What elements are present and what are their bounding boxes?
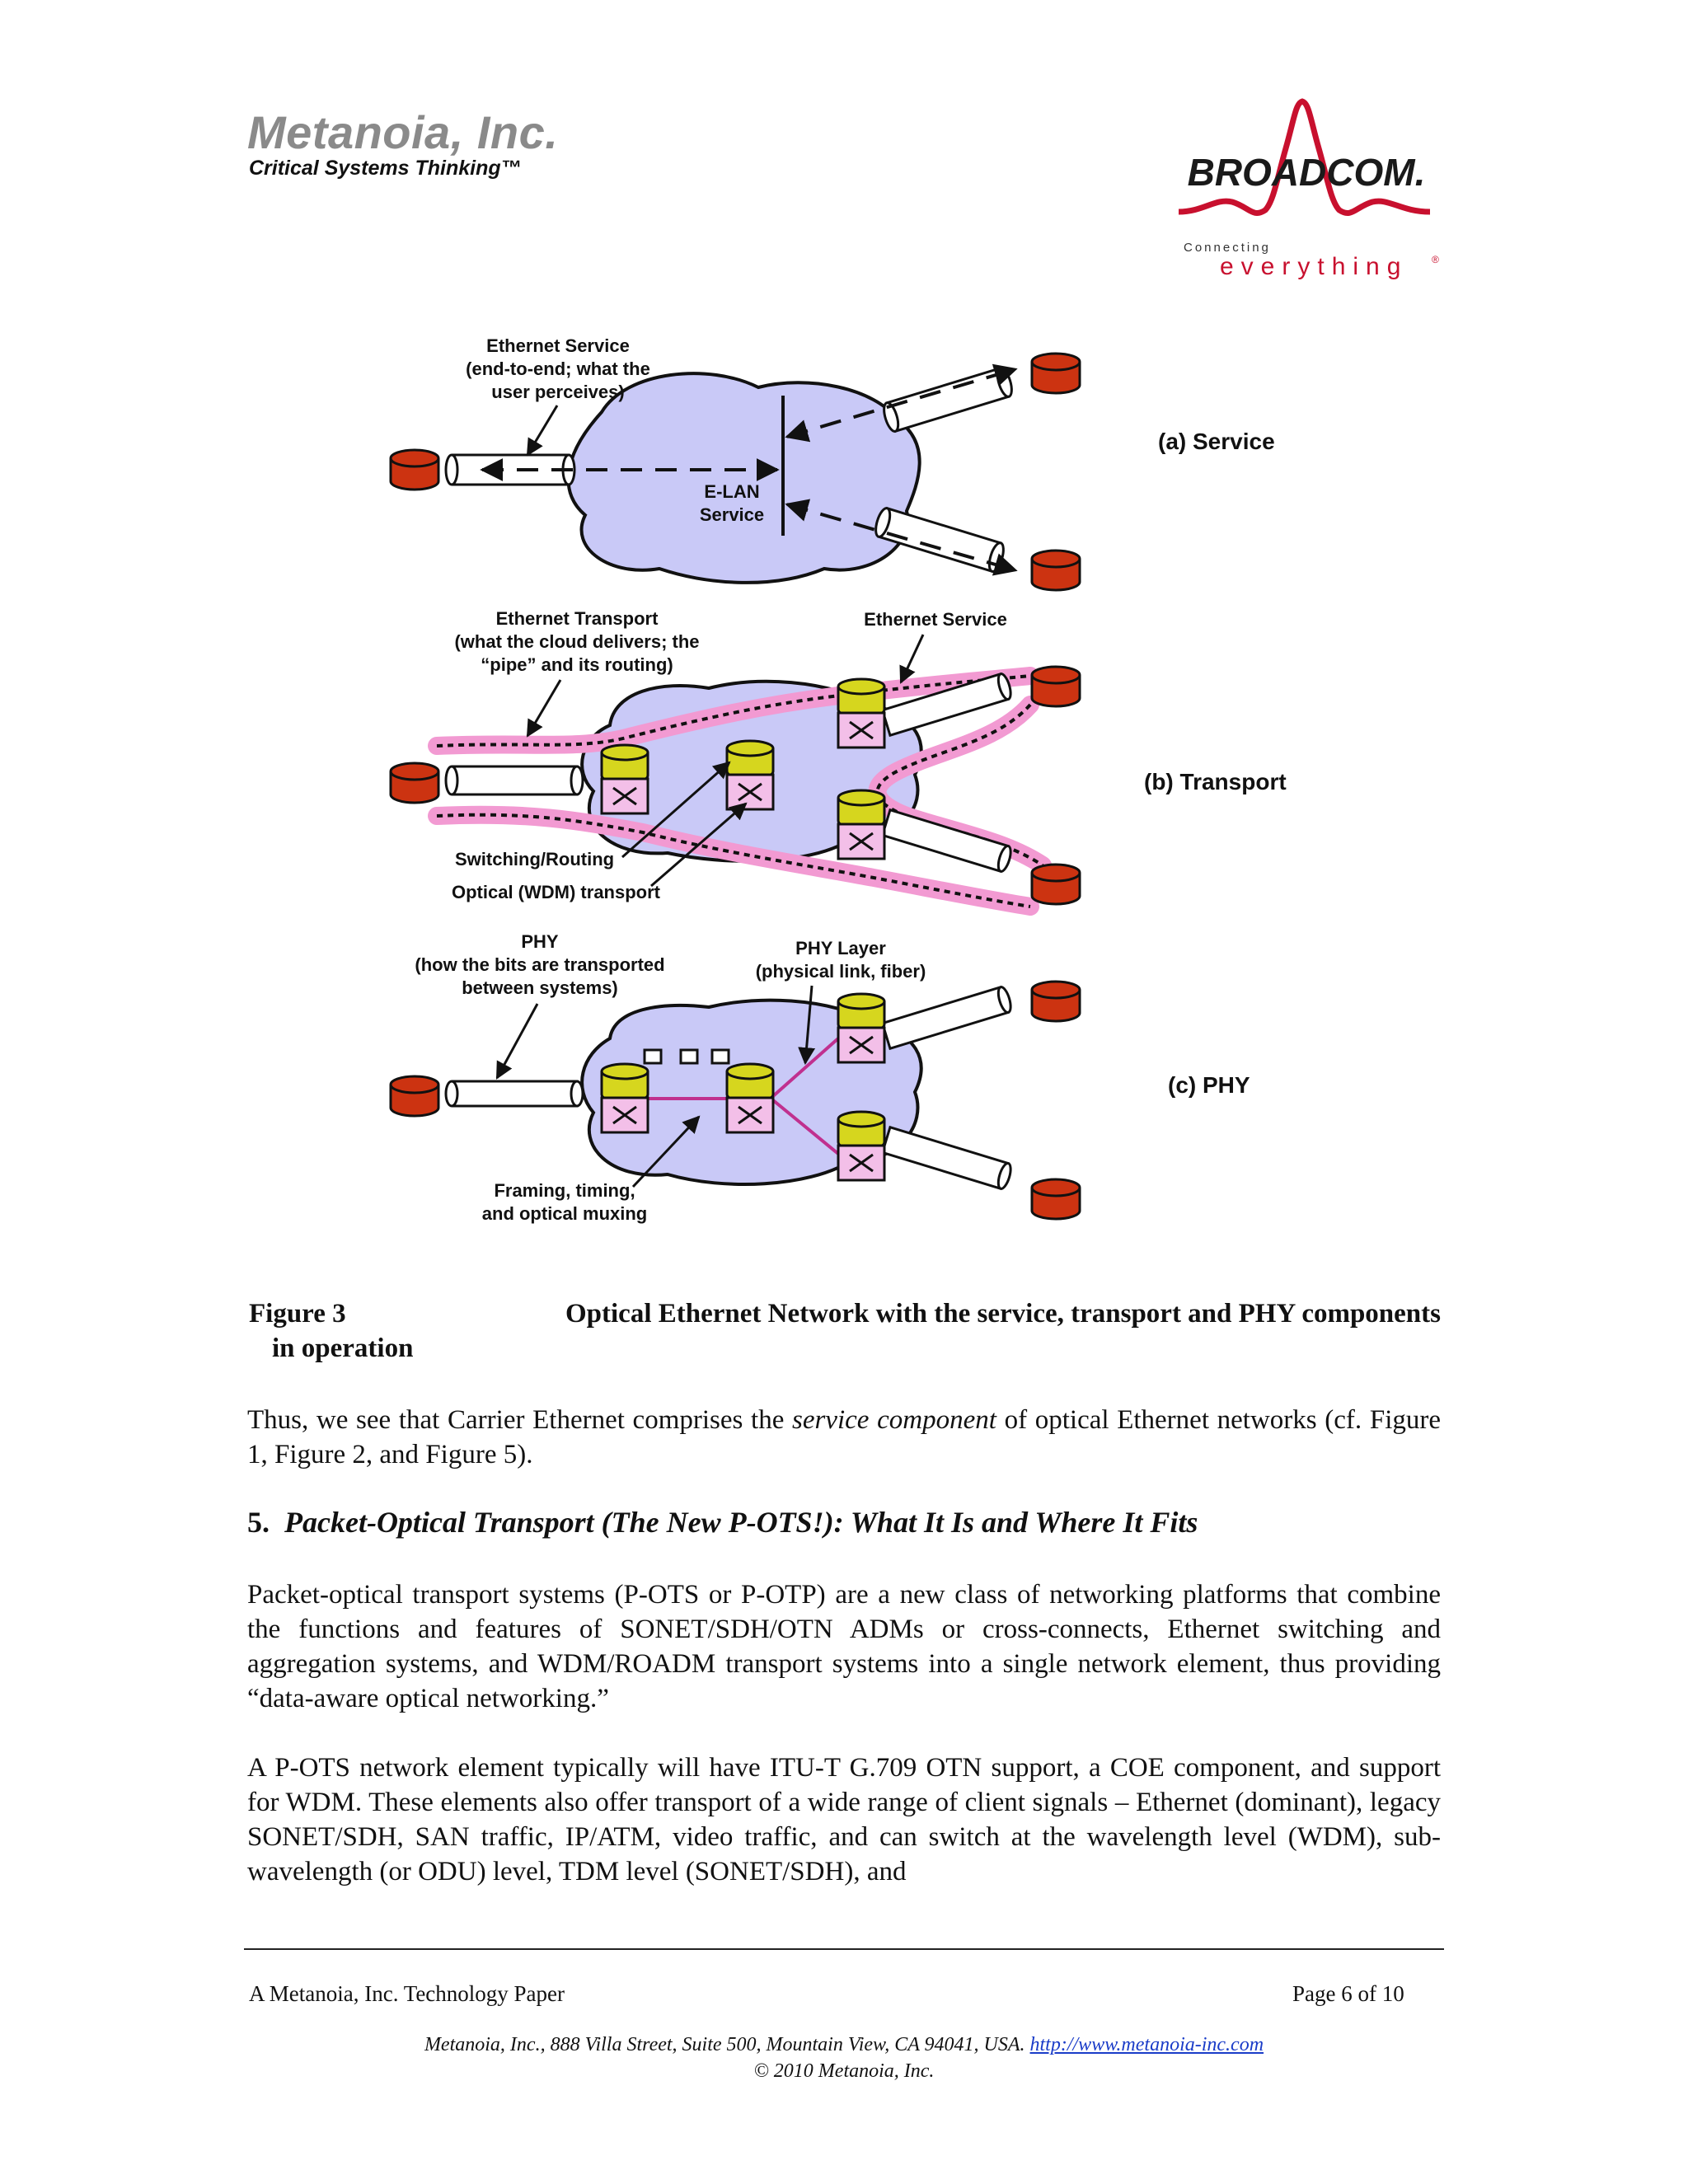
endpoint-a-upper: [1030, 352, 1081, 395]
paragraph-pots-element: A P-OTS network element typically will h…: [247, 1753, 1441, 1886]
footer-address-text: Metanoia, Inc., 888 Villa Street, Suite …: [424, 2034, 1030, 2055]
node-c-upper: [837, 992, 886, 1064]
ann-optical-wdm: Optical (WDM) transport: [452, 882, 661, 902]
pipe-c-left: [444, 1080, 584, 1108]
footer-divider: [244, 1948, 1444, 1950]
logo-everything: everything: [1220, 253, 1408, 280]
footer-website-link[interactable]: http://www.metanoia-inc.com: [1029, 2034, 1264, 2055]
node-b-upper: [837, 677, 886, 749]
section-heading: 5. Packet-Optical Transport (The New P-O…: [247, 1505, 1198, 1540]
panel-b-transport: Ethernet Transport (what the cloud deliv…: [389, 608, 1081, 916]
cloud-a: [566, 372, 921, 584]
footer-page-number: Page 6 of 10: [1292, 1981, 1404, 2006]
ann-ethernet-service-3: user perceives): [491, 382, 624, 402]
ann-switching-routing: Switching/Routing: [455, 849, 614, 869]
ann-phy-2: (how the bits are transported: [415, 954, 664, 975]
ann-phy-1: PHY: [521, 931, 559, 952]
pipe-c-lower: [880, 1125, 1012, 1191]
node-c-lower: [837, 1110, 886, 1182]
footer-address: Metanoia, Inc., 888 Villa Street, Suite …: [0, 2034, 1688, 2056]
node-c-left: [600, 1062, 649, 1134]
endpoint-c-lower: [1030, 1178, 1081, 1221]
ann-framing-2: and optical muxing: [482, 1203, 647, 1224]
node-c-center: [725, 1062, 775, 1134]
section-number: 5.: [247, 1506, 270, 1539]
elan-label-2: Service: [700, 504, 764, 525]
panel-c-phy: PHY (how the bits are transported betwee…: [389, 931, 1081, 1224]
endpoint-c-upper: [1030, 980, 1081, 1023]
node-b-lower: [837, 789, 886, 860]
node-b-center: [725, 739, 775, 811]
figure-caption-text: Optical Ethernet Network with the servic…: [565, 1299, 1441, 1329]
para1-text-a: Thus, we see that Carrier Ethernet compr…: [247, 1405, 793, 1435]
pipe-b-lower: [880, 808, 1012, 874]
endpoint-b-lower: [1030, 863, 1081, 906]
figure-caption-continuation: in operation: [272, 1333, 414, 1363]
ann-phy-layer-2: (physical link, fiber): [756, 961, 926, 982]
ann-phy-3: between systems): [462, 977, 618, 998]
panel-a-service: Ethernet Service (end-to-end; what the u…: [389, 335, 1081, 592]
figure-caption-label: Figure 3: [249, 1299, 346, 1329]
ann-ethernet-service-1: Ethernet Service: [486, 335, 630, 356]
paragraph-pots-definition: Packet-optical transport systems (P-OTS …: [247, 1580, 1441, 1713]
pipe-b-left: [444, 765, 584, 796]
node-b-left: [600, 743, 649, 815]
ann-ethernet-transport-2: (what the cloud delivers; the: [454, 631, 699, 652]
endpoint-a-lower: [1030, 549, 1081, 592]
footer-copyright: © 2010 Metanoia, Inc.: [753, 2060, 935, 2082]
endpoint-c-left: [389, 1075, 440, 1118]
ann-phy-layer-1: PHY Layer: [795, 938, 886, 958]
elan-label-1: E-LAN: [704, 481, 759, 502]
ann-ethernet-service-2: (end-to-end; what the: [466, 359, 650, 379]
ann-ethernet-transport-1: Ethernet Transport: [496, 608, 659, 629]
panel-label-service: (a) Service: [1158, 429, 1275, 454]
pipe-a-lower: [874, 506, 1005, 574]
para1-emphasis: service component: [792, 1405, 996, 1435]
para1-text-b: of optical Ethernet networks (cf. Figure…: [247, 1405, 1441, 1469]
company-tagline: Critical Systems Thinking™: [249, 157, 522, 180]
endpoint-b-left: [389, 762, 440, 804]
ann-framing-1: Framing, timing,: [494, 1180, 635, 1201]
footer-paper-title: A Metanoia, Inc. Technology Paper: [249, 1981, 565, 2006]
panel-label-transport: (b) Transport: [1144, 769, 1287, 794]
company-name: Metanoia, Inc.: [247, 106, 559, 158]
broadcom-pulse-icon: [1178, 98, 1431, 216]
broadcom-wordmark: BROADCOM.: [1188, 151, 1426, 194]
pipe-c-upper: [880, 985, 1012, 1051]
panel-label-phy: (c) PHY: [1168, 1072, 1250, 1098]
logo-registered: ®: [1432, 254, 1439, 265]
ann-ethernet-transport-3: “pipe” and its routing): [481, 654, 673, 675]
pipe-b-upper: [880, 672, 1012, 738]
figure-3-diagram: Ethernet Service (end-to-end; what the u…: [389, 335, 1287, 1224]
paragraph-carrier-ethernet: Thus, we see that Carrier Ethernet compr…: [247, 1403, 1441, 1472]
broadcom-logo: BROADCOM. Connecting everything ®: [1178, 98, 1439, 280]
endpoint-b-upper: [1030, 665, 1081, 708]
logo-connecting: Connecting: [1184, 241, 1271, 255]
ann-ethernet-service-b: Ethernet Service: [864, 609, 1007, 630]
section-title: Packet-Optical Transport (The New P-OTS!…: [284, 1506, 1198, 1539]
endpoint-a-left: [389, 448, 440, 491]
